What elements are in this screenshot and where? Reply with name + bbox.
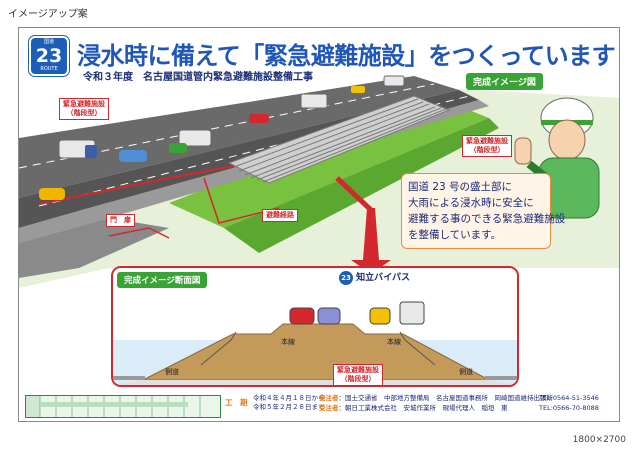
bypass-label: 23 知立バイパス (339, 270, 410, 285)
stair-shelter (227, 95, 451, 184)
callout-arrow (351, 208, 391, 274)
cross-section-panel: 完成イメージ断面図 23 知立バイパス 本線 本線 緊急避難施設 （階段型） 側… (111, 266, 519, 387)
bypass-shield-number: 23 (339, 271, 353, 285)
contractor-line: 受注者：朝日工業株式会社 安城作業所 現場代理人 稲垣 東 (319, 404, 508, 413)
worker-mascot (514, 97, 600, 219)
tag-shelter-right-line1: 緊急避難施設 (466, 137, 508, 145)
contractor-label: 受注者 (319, 404, 339, 412)
route-shield: 国道 23 ROUTE (29, 36, 69, 76)
tag-shelter-left: 緊急避難施設 （階段型） (59, 98, 109, 120)
schedule-scale (25, 395, 221, 418)
tag-evacuation-route: 避難経路 (262, 209, 298, 222)
tel-contractor: TEL:0566-70-8088 (539, 404, 599, 412)
signboard: 国道 23 ROUTE 浸水時に備えて「緊急避難施設」をつくっています！ 令和３… (18, 27, 620, 422)
contractor-text: ：朝日工業株式会社 安城作業所 現場代理人 稲垣 東 (338, 404, 508, 412)
tag-gate: 門 扉 (106, 214, 135, 227)
bypass-name: 知立バイパス (356, 273, 410, 283)
tag-shelter-left-line1: 緊急避難施設 (63, 100, 105, 108)
subtitle: 令和３年度 名古屋国道管内緊急避難施設整備工事 (83, 72, 313, 83)
highway-illustration (19, 28, 619, 421)
side-road-label-left: 側道 (165, 368, 179, 376)
lane-label-right: 本線 (387, 338, 401, 346)
badge-completion-image: 完成イメージ図 (466, 73, 543, 90)
info-line-4: を整備しています。 (408, 229, 502, 241)
period-block: 工 期 (225, 398, 248, 408)
tag-section-shelter-line1: 緊急避難施設 (337, 366, 379, 374)
period-start: 令和４年４月１８日から (253, 394, 325, 402)
tag-section-shelter: 緊急避難施設 （階段型） (333, 364, 383, 385)
tag-section-shelter-line2: （階段型） (340, 375, 376, 383)
period-dates: 令和４年４月１８日から 令和５年２月２８日まで (253, 394, 325, 412)
frontage-road (19, 218, 169, 278)
embankment-section (142, 323, 490, 381)
period-end: 令和５年２月２８日まで (253, 403, 325, 411)
info-box: 国道 23 号の盛土部に 大雨による浸水時に安全に 避難する事のできる緊急避難施… (401, 173, 566, 249)
evacuation-route-fence (38, 165, 235, 205)
tag-shelter-left-line2: （階段型） (66, 109, 102, 117)
orderer-label: 発注者 (319, 394, 339, 402)
tag-shelter-right-line2: （階段型） (469, 146, 505, 154)
main-title: 浸水時に備えて「緊急避難施設」をつくっています！ (77, 42, 620, 70)
info-line-2: 大雨による浸水時に安全に (408, 197, 534, 209)
highway-road (19, 76, 459, 198)
lane-label-left: 本線 (281, 338, 295, 346)
shield-route-text: ROUTE (40, 66, 58, 72)
page-label: イメージアップ案 (8, 9, 88, 20)
tag-shelter-right: 緊急避難施設 （階段型） (462, 135, 512, 157)
orderer-text: ：国土交通省 中部地方整備局 名古屋国道事務所 岡崎国道維持出張所 (338, 394, 554, 402)
badge-section-image: 完成イメージ断面図 (117, 272, 208, 288)
orderer-line: 発注者：国土交通省 中部地方整備局 名古屋国道事務所 岡崎国道維持出張所 (319, 394, 553, 403)
shield-number: 23 (35, 45, 63, 67)
info-line-3: 避難する事のできる緊急避難施設 (408, 213, 566, 225)
cars (39, 75, 405, 200)
shield-top-text: 国道 (43, 39, 54, 45)
period-label: 工 期 (225, 398, 248, 407)
embankment-grass (169, 98, 489, 228)
tel-orderer: TEL:0564-51-3546 (539, 394, 599, 402)
side-road-label-right: 側道 (459, 368, 473, 376)
size-label: 1800×2700 (572, 435, 626, 445)
info-line-1: 国道 23 号の盛土部に (408, 181, 513, 193)
